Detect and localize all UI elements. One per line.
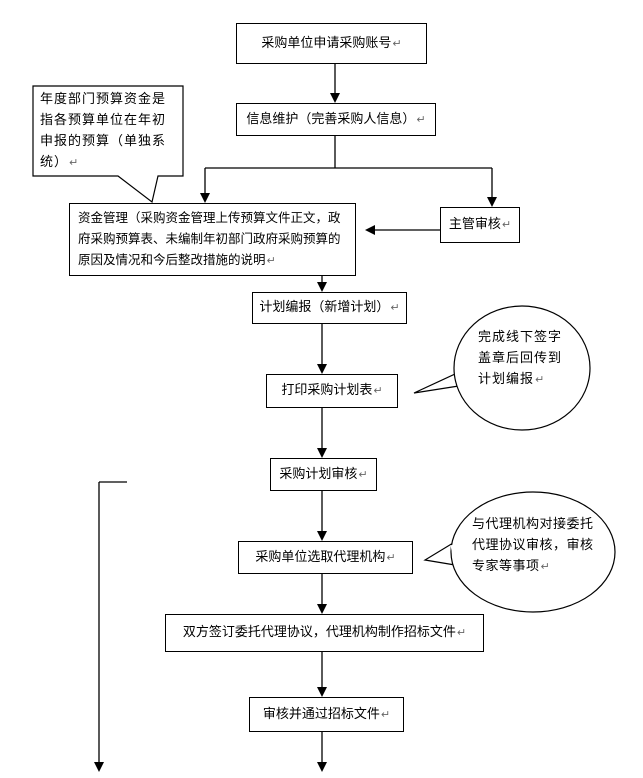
paragraph-mark: ↵ bbox=[380, 707, 391, 721]
node-info-maintain: 信息维护（完善采购人信息）↵ bbox=[236, 103, 436, 136]
node-plan-compile-label: 计划编报（新增计划） bbox=[259, 300, 390, 315]
callout-annual-budget-shape bbox=[32, 85, 184, 204]
note-offline-sign: 完成线下签字盖章后回传到计划编报↵ bbox=[478, 327, 568, 390]
paragraph-mark: ↵ bbox=[358, 467, 368, 481]
node-plan-review-label: 采购计划审核 bbox=[279, 466, 358, 482]
paragraph-mark: ↵ bbox=[416, 112, 426, 126]
node-select-agency: 采购单位选取代理机构↵ bbox=[238, 541, 413, 574]
paragraph-mark: ↵ bbox=[266, 254, 276, 267]
node-print-plan-label: 打印采购计划表 bbox=[281, 383, 373, 398]
node-approve-docs-label: 审核并通过招标文件 bbox=[262, 706, 380, 722]
node-plan-compile: 计划编报（新增计划）↵ bbox=[252, 292, 407, 324]
note-annual-budget-text: 年度部门预算资金是指各预算单位在年初申报的预算（单独系统） bbox=[40, 92, 167, 170]
note-annual-budget: 年度部门预算资金是指各预算单位在年初申报的预算（单独系统）↵ bbox=[40, 89, 178, 173]
node-info-maintain-label: 信息维护（完善采购人信息） bbox=[246, 111, 416, 127]
node-supervisor-review: 主管审核↵ bbox=[440, 207, 520, 243]
paragraph-mark: ↵ bbox=[540, 560, 551, 573]
node-plan-review: 采购计划审核↵ bbox=[270, 458, 377, 491]
paragraph-mark: ↵ bbox=[69, 156, 80, 169]
node-approve-docs: 审核并通过招标文件↵ bbox=[249, 697, 404, 732]
paragraph-mark: ↵ bbox=[501, 218, 512, 231]
node-fund-management: 资金管理（采购资金管理上传预算文件正文，政府采购预算表、未编制年初部门政府采购预… bbox=[69, 203, 356, 276]
paragraph-mark: ↵ bbox=[392, 36, 402, 50]
node-sign-agreement: 双方签订委托代理协议，代理机构制作招标文件↵ bbox=[165, 614, 484, 652]
note-agency-agreement-text: 与代理机构对接委托代理协议审核，审核专家等事项 bbox=[472, 517, 594, 574]
node-sign-agreement-label: 双方签订委托代理协议，代理机构制作招标文件 bbox=[182, 625, 456, 640]
note-offline-sign-text: 完成线下签字盖章后回传到计划编报 bbox=[478, 330, 563, 387]
paragraph-mark: ↵ bbox=[386, 550, 396, 564]
node-supervisor-review-label: 主管审核 bbox=[448, 217, 501, 232]
paragraph-mark: ↵ bbox=[390, 301, 400, 314]
node-apply-account: 采购单位申请采购账号↵ bbox=[236, 23, 427, 64]
paragraph-mark: ↵ bbox=[456, 626, 467, 639]
node-apply-account-label: 采购单位申请采购账号 bbox=[261, 35, 392, 51]
node-fund-management-label: 资金管理（采购资金管理上传预算文件正文，政府采购预算表、未编制年初部门政府采购预… bbox=[78, 210, 341, 267]
node-select-agency-label: 采购单位选取代理机构 bbox=[255, 549, 386, 565]
node-print-plan: 打印采购计划表↵ bbox=[266, 374, 398, 408]
note-agency-agreement: 与代理机构对接委托代理协议审核，审核专家等事项↵ bbox=[472, 514, 596, 577]
paragraph-mark: ↵ bbox=[535, 373, 546, 386]
paragraph-mark: ↵ bbox=[373, 384, 383, 397]
